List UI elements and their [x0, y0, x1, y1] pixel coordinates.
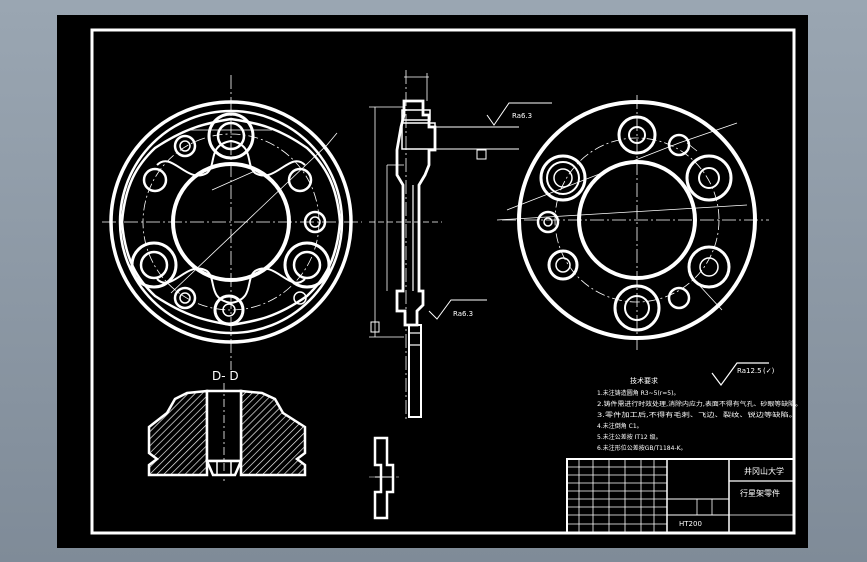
tech-req-line: 1.未注铸造圆角 R3~5(r=5)。: [597, 389, 679, 397]
tech-req-line: 6.未注形位公差按GB/T1184-K。: [597, 444, 687, 452]
title-block-school: 井冈山大学: [744, 466, 784, 476]
tech-req-line: 5.未注公差按 IT12 级。: [597, 433, 662, 441]
tech-req-line: 2.铸件需进行时效处理,消除内应力,表面不得有气孔、砂眼等缺陷。: [597, 400, 802, 408]
drawing-border: [90, 28, 796, 535]
drawing-canvas: Ra6.3 Ra6.3: [90, 28, 802, 535]
title-block-material: HT200: [679, 520, 702, 528]
tech-req-line: 4.未注倒角 C1。: [597, 422, 643, 430]
roughness-main-suffix: (✓): [763, 367, 775, 375]
roughness-main-value: Ra12.5: [737, 367, 762, 375]
title-block-drawing-name: 行星架零件: [740, 488, 780, 498]
right-carrier-view: [496, 95, 769, 350]
drawing-sheet: Ra6.3 Ra6.3: [57, 15, 808, 548]
section-d-d-view: [147, 383, 307, 481]
tech-req-line: 3.零件加工后,不得有毛刺、飞边、裂纹、锐边等缺陷。: [597, 411, 797, 419]
section-label: D- D: [212, 369, 239, 383]
roughness-upper: Ra6.3: [512, 112, 532, 120]
left-carrier-view: [102, 75, 362, 370]
detail-view: [369, 436, 399, 520]
title-block: [566, 458, 795, 534]
technical-requirements: 技术要求 1.未注铸造圆角 R3~5(r=5)。 2.铸件需进行时效处理,消除内…: [597, 376, 802, 452]
roughness-lower: Ra6.3: [453, 310, 473, 318]
tech-req-title: 技术要求: [630, 376, 658, 385]
roughness-general: Ra12.5 (✓): [711, 362, 775, 387]
middle-section-view: [369, 70, 552, 420]
